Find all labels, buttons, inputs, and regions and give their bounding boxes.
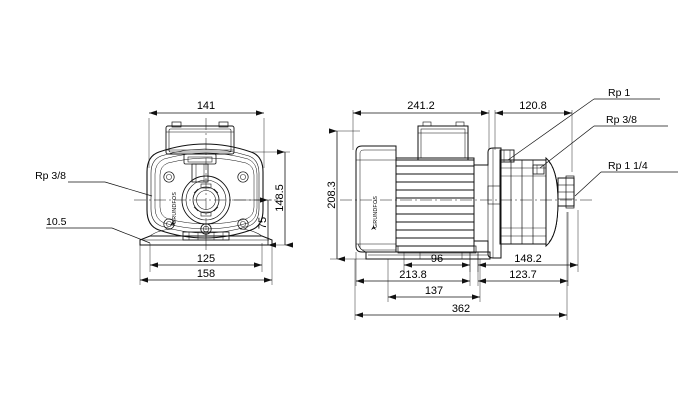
dimension-148-5: 148.5: [252, 149, 293, 248]
dimension-123-7: 123.7: [477, 212, 569, 286]
dimension-value-213-8: 213.8: [399, 269, 427, 281]
leader-rp-1: Rp 1: [507, 87, 660, 161]
dimension-241-2: 241.2: [352, 100, 490, 150]
dimension-value-125: 125: [197, 253, 215, 265]
dimension-value-137: 137: [425, 285, 443, 297]
base-rail-side: [357, 243, 491, 260]
dimension-137: 137: [387, 259, 481, 302]
dimension-148-2: 148.2: [477, 210, 579, 272]
leader-label-rp-3-8-left: Rp 3/8: [35, 170, 66, 182]
dimension-value-241-2: 241.2: [407, 100, 435, 112]
dimension-158: 158: [139, 243, 273, 285]
leader-label-rp-1: Rp 1: [608, 87, 630, 99]
dimension-value-120-8: 120.8: [519, 100, 547, 112]
brand-logo-side: GRUNDFOS: [371, 196, 379, 230]
leader-rp-3-8-left: Rp 3/8: [35, 170, 153, 197]
motor-pump-adapter: [473, 147, 502, 259]
leader-10-5: 10.5: [46, 216, 151, 244]
dimension-208-3: 208.3: [326, 128, 368, 262]
dimension-75: 75: [232, 197, 276, 248]
discharge-port-flange: [557, 175, 575, 209]
dimension-value-96: 96: [431, 253, 443, 265]
dimension-value-75: 75: [257, 217, 269, 229]
dimension-362: 362: [354, 212, 568, 320]
dimension-value-148-2: 148.2: [514, 253, 542, 265]
dimension-213-8: 213.8: [355, 252, 471, 286]
brand-text-end: GRUNDFOS: [172, 192, 178, 224]
dimension-141: 141: [148, 100, 265, 168]
priming-plug-side: [532, 164, 545, 175]
brand-logo-end: GRUNDFOS: [170, 192, 178, 226]
leader-label-10-5-text: 10.5: [46, 216, 67, 228]
dimension-value-158: 158: [197, 268, 215, 280]
dimension-value-362: 362: [452, 303, 470, 315]
leader-label-rp-1-1-4: Rp 1 1/4: [608, 160, 648, 172]
right-side-view: GRUNDFOS 241.2 120.8 208.3: [326, 87, 678, 320]
dimension-value-123-7: 123.7: [509, 269, 537, 281]
brand-text-side: GRUNDFOS: [373, 196, 379, 228]
leader-label-rp-3-8-right: Rp 3/8: [606, 114, 637, 126]
dimension-value-208-3: 208.3: [326, 181, 338, 209]
dimension-value-148-5: 148.5: [274, 184, 286, 212]
cable-entry-end: [183, 153, 217, 183]
leader-rp-1-1-4: Rp 1 1/4: [574, 160, 678, 197]
dimension-125: 125: [149, 243, 263, 272]
dimension-value-141: 141: [197, 100, 215, 112]
left-end-view: GRUNDFOS 141 148.5 75 125: [35, 100, 293, 285]
leader-rp-3-8-right: Rp 3/8: [539, 114, 668, 169]
dimension-120-8: 120.8: [494, 100, 573, 172]
